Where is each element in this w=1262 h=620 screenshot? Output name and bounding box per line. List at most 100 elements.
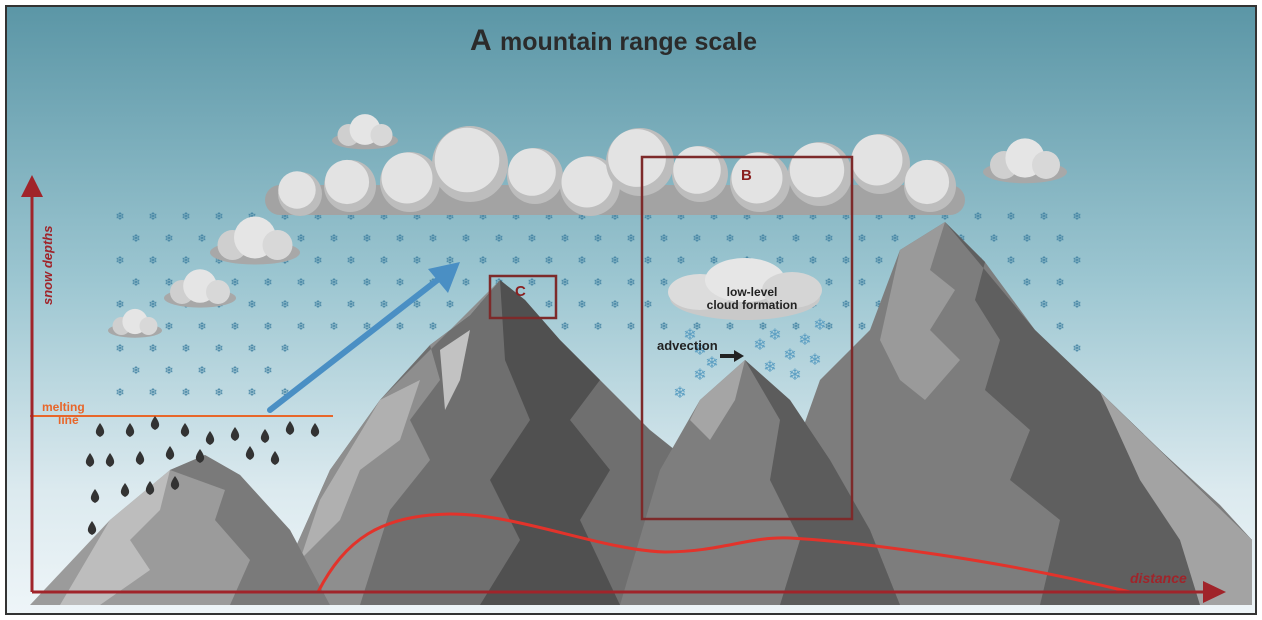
svg-text:❄: ❄: [181, 343, 190, 355]
cloud-icon: [983, 138, 1067, 184]
svg-text:❄: ❄: [693, 342, 706, 359]
snowflake-icon: ❄: [164, 365, 173, 377]
svg-text:❄: ❄: [626, 277, 635, 289]
svg-text:❄: ❄: [659, 233, 668, 245]
snowflake-icon: ❄: [181, 211, 190, 223]
svg-text:❄: ❄: [1039, 299, 1048, 311]
region-box-b: [640, 155, 854, 521]
svg-text:❄: ❄: [841, 211, 850, 223]
snowflake-icon: ❄: [676, 255, 685, 267]
snowflake-icon: ❄: [1055, 277, 1064, 289]
snowflake-icon: ❄: [705, 355, 718, 372]
snowflake-icon: ❄: [763, 359, 776, 376]
snowflake-icon: ❄: [115, 387, 124, 399]
snowflake-icon: ❄: [643, 255, 652, 267]
raindrop-icon: [170, 476, 180, 490]
svg-text:❄: ❄: [560, 233, 569, 245]
svg-text:❄: ❄: [1055, 321, 1064, 333]
svg-text:❄: ❄: [560, 321, 569, 333]
snowflake-icon: ❄: [593, 233, 602, 245]
snowflake-icon: ❄: [148, 255, 157, 267]
snowflake-icon: ❄: [560, 321, 569, 333]
raindrop-icon: [145, 481, 155, 495]
cloud-icon: [210, 216, 300, 265]
svg-text:❄: ❄: [428, 321, 437, 333]
svg-text:❄: ❄: [412, 299, 421, 311]
snowflake-icon: ❄: [1039, 299, 1048, 311]
raindrop-icon: [150, 416, 160, 430]
svg-text:❄: ❄: [214, 387, 223, 399]
svg-text:❄: ❄: [263, 365, 272, 377]
svg-text:❄: ❄: [692, 233, 701, 245]
snowflake-icon: ❄: [247, 299, 256, 311]
svg-text:❄: ❄: [412, 211, 421, 223]
snowflake-icon: ❄: [214, 255, 223, 267]
snowflake-icon: ❄: [753, 337, 766, 354]
snowflake-icon: ❄: [791, 233, 800, 245]
svg-text:❄: ❄: [395, 277, 404, 289]
svg-text:❄: ❄: [709, 255, 718, 267]
y-axis-arrow-icon: [21, 175, 43, 197]
snowflake-icon: ❄: [673, 385, 686, 402]
svg-text:❄: ❄: [808, 352, 821, 369]
cloud-icon: [164, 269, 236, 308]
svg-text:❄: ❄: [280, 343, 289, 355]
raindrop-icon: [195, 449, 205, 463]
svg-text:❄: ❄: [131, 365, 140, 377]
snowflake-icon: ❄: [890, 233, 899, 245]
svg-text:❄: ❄: [395, 233, 404, 245]
svg-text:❄: ❄: [527, 233, 536, 245]
raindrop-icon: [180, 423, 190, 437]
snowflake-icon: ❄: [280, 211, 289, 223]
snowflake-icon: ❄: [758, 233, 767, 245]
snowflake-icon: ❄: [813, 317, 826, 334]
svg-text:❄: ❄: [1055, 277, 1064, 289]
snowflake-icon: ❄: [148, 343, 157, 355]
snowflake-icon: ❄: [313, 211, 322, 223]
raindrop-icon: [125, 423, 135, 437]
snowflake-icon: ❄: [461, 277, 470, 289]
svg-text:❄: ❄: [230, 321, 239, 333]
svg-text:❄: ❄: [164, 321, 173, 333]
svg-text:❄: ❄: [1039, 211, 1048, 223]
svg-text:❄: ❄: [115, 343, 124, 355]
svg-text:❄: ❄: [560, 277, 569, 289]
snowflake-icon: ❄: [494, 233, 503, 245]
svg-text:❄: ❄: [197, 365, 206, 377]
snowflake-icon: ❄: [1022, 277, 1031, 289]
snowflake-icon: ❄: [131, 277, 140, 289]
snowflake-icon: ❄: [263, 365, 272, 377]
svg-text:❄: ❄: [1022, 277, 1031, 289]
svg-text:❄: ❄: [346, 299, 355, 311]
snowflake-icon: ❄: [280, 299, 289, 311]
snowflake-icon: ❄: [362, 233, 371, 245]
snowflake-icon: ❄: [115, 343, 124, 355]
svg-text:❄: ❄: [164, 277, 173, 289]
svg-text:❄: ❄: [461, 277, 470, 289]
snowflake-icon: ❄: [824, 233, 833, 245]
snowflake-icon: ❄: [775, 211, 784, 223]
snowflake-icon: ❄: [280, 343, 289, 355]
svg-text:❄: ❄: [164, 365, 173, 377]
snowflake-icon: ❄: [395, 233, 404, 245]
snowflake-icon: ❄: [626, 321, 635, 333]
mountains: [30, 222, 1252, 605]
svg-text:❄: ❄: [230, 277, 239, 289]
svg-text:❄: ❄: [643, 211, 652, 223]
svg-text:❄: ❄: [313, 211, 322, 223]
raindrop-icon: [105, 453, 115, 467]
snowflake-icon: ❄: [659, 277, 668, 289]
raindrop-icon: [310, 423, 320, 437]
svg-text:❄: ❄: [445, 255, 454, 267]
svg-text:❄: ❄: [296, 233, 305, 245]
snowflake-icon: ❄: [808, 352, 821, 369]
svg-text:❄: ❄: [693, 367, 706, 384]
snowflake-icon: ❄: [626, 233, 635, 245]
advection-label: advection: [657, 338, 718, 353]
snowflake-icon: ❄: [725, 233, 734, 245]
cloud-icon: [108, 308, 162, 338]
svg-text:❄: ❄: [973, 211, 982, 223]
raindrop-icon: [135, 451, 145, 465]
snowflake-icon: ❄: [610, 211, 619, 223]
snowflake-icon: ❄: [544, 299, 553, 311]
